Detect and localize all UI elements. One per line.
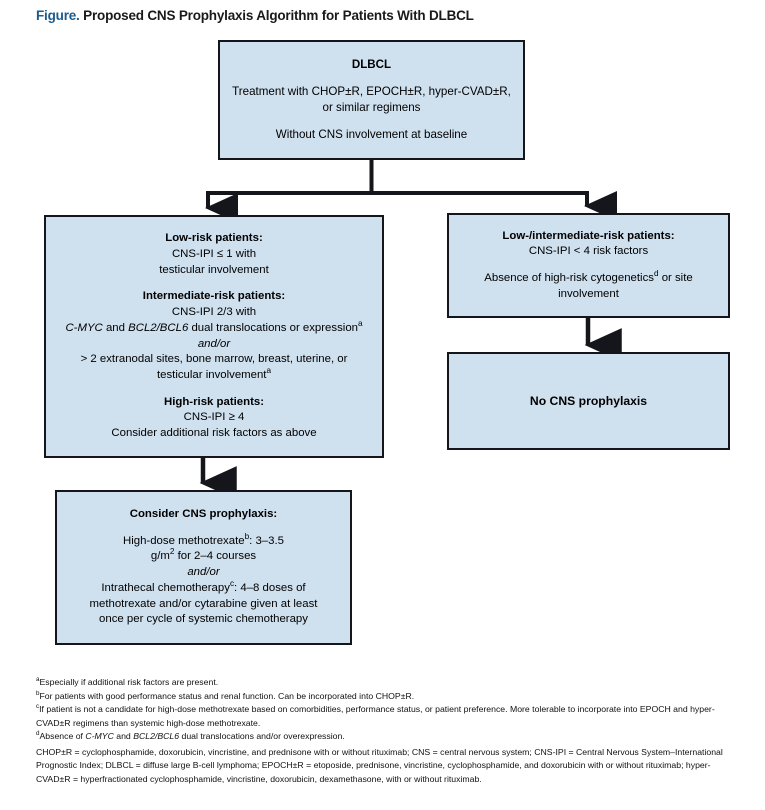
footnote-marker-d: d [36, 730, 40, 738]
dose-unit-text: g/m [150, 550, 170, 563]
intermediate-risk-line3: > 2 extranodal sites, bone marrow, breas… [80, 353, 348, 366]
intrathecal-text: Intrathecal chemotherapy [101, 581, 230, 594]
figure-footnotes: aEspecially if additional risk factors a… [36, 676, 736, 786]
footnote-ref-c: c [229, 579, 235, 589]
node-low-intermediate-risk[interactable]: Low-/intermediate-risk patients: CNS-IPI… [447, 213, 730, 318]
gene-cmyc: C-MYC [65, 321, 103, 334]
footnote-b: bFor patients with good performance stat… [36, 690, 736, 703]
conjunction-and: and [102, 321, 129, 334]
high-risk-line2: Consider additional risk factors as abov… [111, 427, 317, 440]
footnote-ref-d: d [653, 269, 659, 279]
dose-courses: for 2–4 courses [174, 550, 257, 563]
low-risk-heading: Low-risk patients: [165, 232, 263, 245]
node-risk-stratification[interactable]: Low-risk patients: CNS-IPI ≤ 1 with test… [44, 215, 384, 458]
intermediate-risk-line1: CNS-IPI 2/3 with [171, 306, 257, 319]
footnote-d: dAbsence of C-MYC and BCL2/BCL6 dual tra… [36, 730, 736, 743]
node-no-cns-prophylaxis[interactable]: No CNS prophylaxis [447, 352, 730, 450]
low-intermediate-cytogenetics: Absence of high-risk cytogeneticsd or si… [484, 269, 693, 287]
dlbcl-heading: DLBCL [351, 58, 392, 72]
figure-title-text: Proposed CNS Prophylaxis Algorithm for P… [83, 8, 474, 23]
dlbcl-baseline-note: Without CNS involvement at baseline [275, 127, 468, 141]
prophylaxis-dose-units: g/m2 for 2–4 courses [150, 547, 257, 565]
low-intermediate-line1: CNS-IPI < 4 risk factors [528, 245, 649, 258]
footnote-ref-b: b [244, 531, 250, 541]
intermediate-risk-andor: and/or [197, 337, 231, 350]
intrathecal-doses: : 4–8 doses of [234, 581, 306, 594]
footnote-c: cIf patient is not a candidate for high-… [36, 703, 736, 729]
high-risk-heading: High-risk patients: [164, 395, 264, 408]
methotrexate-dose: : 3–3.5 [249, 534, 284, 547]
superscript-two: 2 [169, 547, 175, 557]
low-intermediate-line3: involvement [558, 287, 619, 300]
intermediate-risk-genetics: C-MYC and BCL2/BCL6 dual translocations … [65, 318, 363, 337]
node-consider-cns-prophylaxis[interactable]: Consider CNS prophylaxis: High-dose meth… [55, 490, 352, 645]
low-risk-line1: CNS-IPI ≤ 1 with [171, 247, 257, 260]
prophylaxis-heading: Consider CNS prophylaxis: [129, 507, 278, 520]
prophylaxis-line5: once per cycle of systemic chemotherapy [99, 613, 308, 626]
intermediate-risk-line4-text: testicular involvement [156, 368, 267, 381]
flowchart-connectors [199, 160, 622, 500]
high-risk-line1: CNS-IPI ≥ 4 [183, 411, 245, 424]
methotrexate-text: High-dose methotrexate [123, 534, 245, 547]
footnote-a: aEspecially if additional risk factors a… [36, 676, 736, 689]
prophylaxis-methotrexate-line: High-dose methotrexateb: 3–3.5 [123, 531, 284, 550]
intermediate-risk-heading: Intermediate-risk patients: [142, 290, 286, 303]
dlbcl-treatment-line1: Treatment with CHOP±R, EPOCH±R, hyper-CV… [232, 85, 511, 99]
gene-bcl2-bcl6: BCL2/BCL6 [133, 731, 180, 742]
footnote-d-suffix: dual translocations and/or overexpressio… [179, 731, 345, 742]
no-prophylaxis-heading: No CNS prophylaxis [529, 393, 648, 408]
footnote-d-prefix: Absence of [39, 731, 86, 742]
cytogenetics-tail: or site [658, 272, 693, 284]
dlbcl-treatment-line2: or similar regimens [322, 101, 421, 114]
intermediate-risk-line4: testicular involvementa [156, 366, 272, 384]
prophylaxis-line4: methotrexate and/or cytarabine given at … [89, 597, 318, 610]
figure-title: Figure. Proposed CNS Prophylaxis Algorit… [36, 8, 474, 23]
footnote-c-text: If patient is not a candidate for high-d… [36, 704, 715, 728]
footnote-abbreviations: CHOP±R = cyclophosphamide, doxorubicin, … [36, 747, 723, 784]
cns-prophylaxis-flowchart: DLBCL Treatment with CHOP±R, EPOCH±R, hy… [44, 40, 730, 645]
cytogenetics-text: Absence of high-risk cytogenetics [484, 272, 654, 284]
gene-bcl2-bcl6: BCL2/BCL6 [128, 321, 189, 334]
node-dlbcl[interactable]: DLBCL Treatment with CHOP±R, EPOCH±R, hy… [218, 40, 525, 160]
footnote-b-text: For patients with good performance statu… [39, 690, 415, 701]
footnote-marker-c: c [36, 703, 40, 711]
prophylaxis-intrathecal-line: Intrathecal chemotherapyc: 4–8 doses of [101, 579, 306, 597]
footnote-ref-a: a [357, 318, 363, 328]
footnote-ref-a: a [266, 366, 272, 376]
footnote-marker-b: b [36, 689, 40, 697]
low-risk-line2: testicular involvement [159, 263, 269, 276]
footnote-d-mid: and [113, 731, 134, 742]
figure-label: Figure. [36, 8, 80, 23]
low-intermediate-heading: Low-/intermediate-risk patients: [502, 229, 675, 242]
footnote-a-text: Especially if additional risk factors ar… [39, 677, 219, 687]
gene-cmyc: C-MYC [85, 731, 114, 742]
prophylaxis-andor: and/or [187, 566, 220, 579]
footnote-marker-a: a [36, 676, 40, 684]
genetics-tail: dual translocations or expression [188, 321, 358, 334]
